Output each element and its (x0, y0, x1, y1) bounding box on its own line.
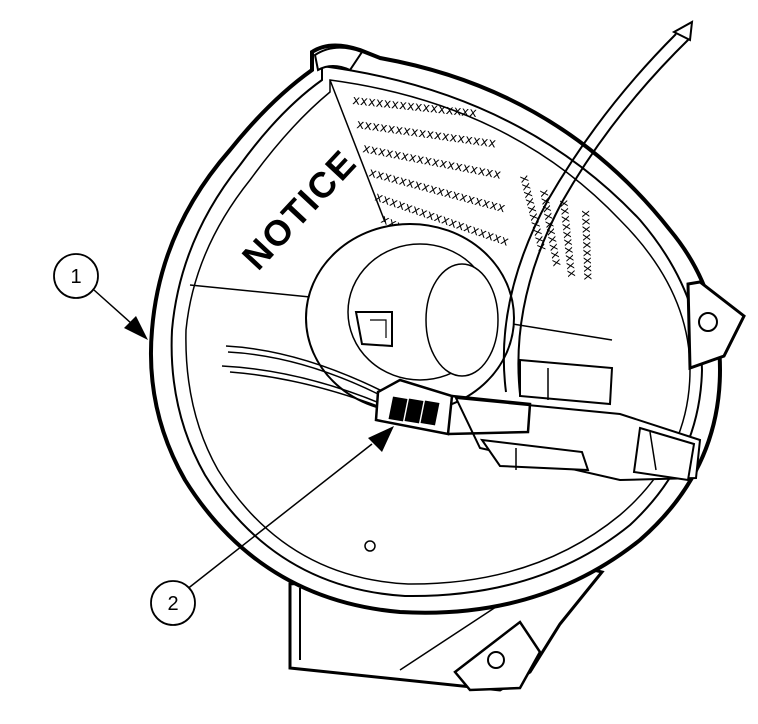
callout-1-leader (93, 289, 148, 340)
harness-connector[interactable] (374, 378, 532, 436)
pigtail-wire (502, 20, 694, 395)
label-text-column: xxxxxxxxx (578, 210, 595, 281)
callout-2: 2 (150, 580, 196, 626)
center-hub (305, 223, 515, 413)
callout-1: 1 (53, 253, 99, 299)
callout-2-leader (185, 426, 394, 591)
connector-track (454, 358, 702, 482)
callout-2-number: 2 (167, 593, 178, 615)
right-mounting-ear (686, 280, 746, 371)
housing-hole (364, 540, 376, 552)
harness-wires (221, 345, 389, 411)
callout-1-number: 1 (70, 266, 81, 288)
